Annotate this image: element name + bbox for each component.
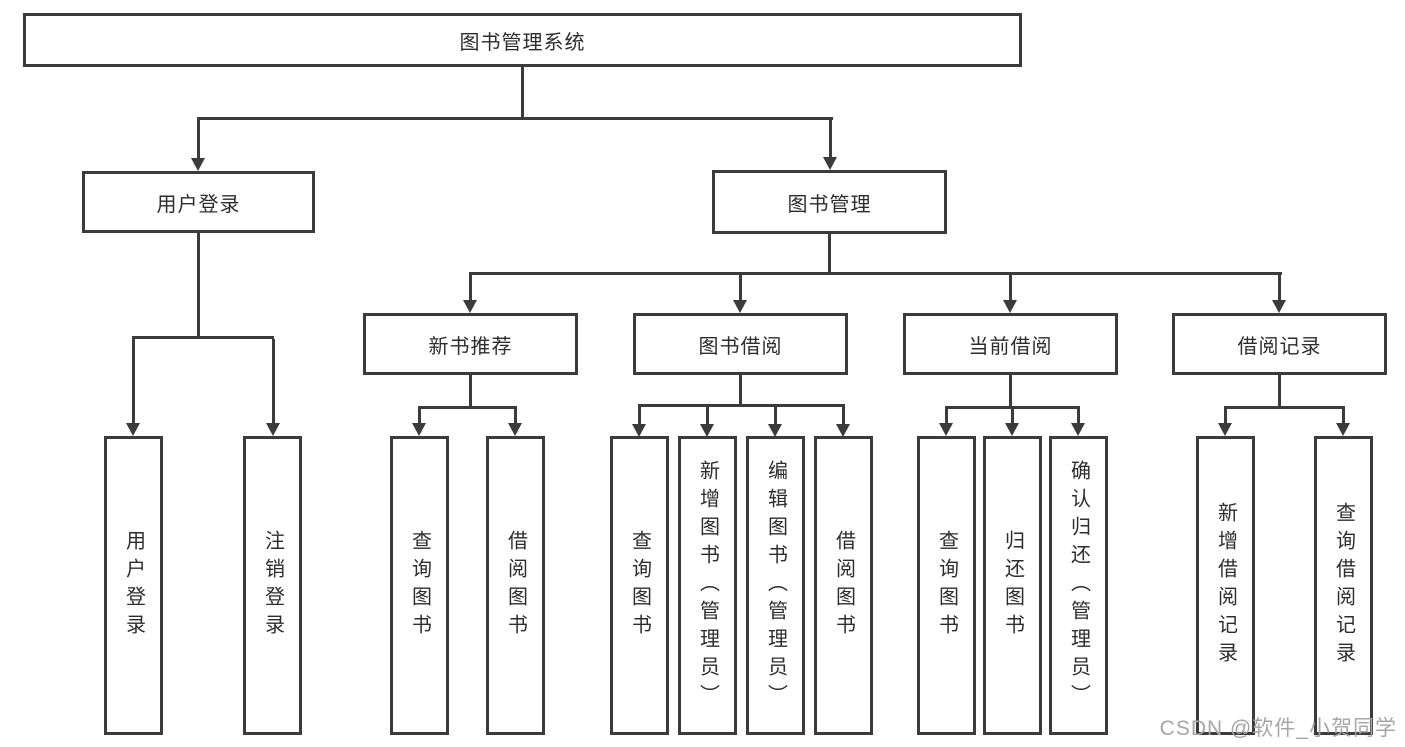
connector-login-stem	[197, 233, 200, 336]
connector-borrow-stem	[739, 375, 742, 404]
connector-current-branch	[945, 406, 1080, 409]
leaf-g3-add-record: 新增借阅记录	[1196, 436, 1255, 735]
arrow-to-leaf-user-login	[126, 339, 140, 436]
arrow-to-g1-query-book	[632, 407, 646, 437]
leaf-user-login-label: 用户登录	[122, 529, 145, 642]
node-new-book-recommend: 新书推荐	[363, 313, 578, 375]
connector-login-branch	[132, 336, 274, 339]
arrow-to-user-login	[191, 120, 205, 171]
arrow-to-g3-query-record	[1336, 409, 1350, 436]
connector-records-stem	[1278, 375, 1281, 406]
connector-records-branch	[1224, 406, 1345, 409]
connector-newbooks-stem	[469, 375, 472, 406]
arrow-to-g1-edit-book	[768, 407, 782, 437]
arrow-to-new-book-recommend	[463, 275, 477, 313]
leaf-g2-return-book-label: 归还图书	[1001, 529, 1024, 642]
connector-borrow-branch	[638, 404, 845, 407]
node-book-management: 图书管理	[712, 170, 947, 234]
arrow-to-g2-query-book	[939, 409, 953, 436]
leaf-g2-confirm-return-label: 确认归还（管理员）	[1067, 459, 1090, 712]
leaf-g3-add-record-label: 新增借阅记录	[1214, 501, 1237, 670]
node-new-book-recommend-label: 新书推荐	[428, 335, 513, 358]
leaf-g1-add-book-label: 新增图书（管理员）	[696, 459, 719, 712]
leaf-g0-borrow-book-label: 借阅图书	[504, 529, 527, 642]
leaf-g1-borrow-book-label: 借阅图书	[832, 529, 855, 642]
leaf-user-login: 用户登录	[104, 436, 163, 735]
node-user-login-label: 用户登录	[156, 193, 241, 216]
arrow-to-current-borrow	[1003, 275, 1017, 313]
leaf-g1-edit-book: 编辑图书（管理员）	[746, 436, 805, 735]
arrow-to-g2-return-book	[1005, 409, 1019, 436]
node-borrow-records: 借阅记录	[1172, 313, 1387, 375]
leaf-g0-borrow-book: 借阅图书	[486, 436, 545, 735]
leaf-g3-query-record: 查询借阅记录	[1314, 436, 1373, 735]
leaf-logout-label: 注销登录	[261, 529, 284, 642]
connector-management-stem	[828, 234, 831, 272]
connector-newbooks-branch	[418, 406, 517, 409]
node-current-borrow: 当前借阅	[903, 313, 1118, 375]
leaf-g1-query-book: 查询图书	[610, 436, 669, 735]
arrow-to-book-borrow	[733, 275, 747, 313]
csdn-watermark: CSDN @软件_小贺同学	[1159, 717, 1397, 740]
leaf-g2-confirm-return: 确认归还（管理员）	[1049, 436, 1108, 735]
leaf-g1-edit-book-label: 编辑图书（管理员）	[764, 459, 787, 712]
leaf-g1-add-book: 新增图书（管理员）	[678, 436, 737, 735]
arrow-to-leaf-logout	[266, 339, 280, 436]
leaf-g0-query-book-label: 查询图书	[408, 529, 431, 642]
node-root-label: 图书管理系统	[459, 31, 586, 54]
leaf-g3-query-record-label: 查询借阅记录	[1332, 501, 1355, 670]
connector-root-branch	[197, 117, 833, 120]
connector-current-stem	[1009, 375, 1012, 406]
node-current-borrow-label: 当前借阅	[968, 335, 1053, 358]
leaf-g1-borrow-book: 借阅图书	[814, 436, 873, 735]
node-borrow-records-label: 借阅记录	[1237, 335, 1322, 358]
leaf-g0-query-book: 查询图书	[390, 436, 449, 735]
node-book-management-label: 图书管理	[787, 193, 872, 216]
node-user-login: 用户登录	[82, 171, 315, 233]
node-book-borrow: 图书借阅	[633, 313, 848, 375]
leaf-g2-query-book: 查询图书	[917, 436, 976, 735]
leaf-g2-query-book-label: 查询图书	[935, 529, 958, 642]
arrow-to-g1-borrow-book	[836, 407, 850, 437]
arrow-to-g0-borrow-book	[508, 409, 522, 436]
leaf-logout: 注销登录	[243, 436, 302, 735]
arrow-to-g3-add-record	[1218, 409, 1232, 436]
node-book-borrow-label: 图书借阅	[698, 335, 783, 358]
connector-root-stem	[521, 67, 524, 117]
leaf-g1-query-book-label: 查询图书	[628, 529, 651, 642]
connector-management-branch	[469, 272, 1282, 275]
leaf-g2-return-book: 归还图书	[983, 436, 1042, 735]
node-root: 图书管理系统	[23, 13, 1022, 67]
arrow-to-borrow-records	[1272, 275, 1286, 313]
arrow-to-g1-add-book	[700, 407, 714, 437]
arrow-to-book-management	[823, 120, 837, 170]
arrow-to-g0-query-book	[412, 409, 426, 436]
arrow-to-g2-confirm-return	[1071, 409, 1085, 436]
